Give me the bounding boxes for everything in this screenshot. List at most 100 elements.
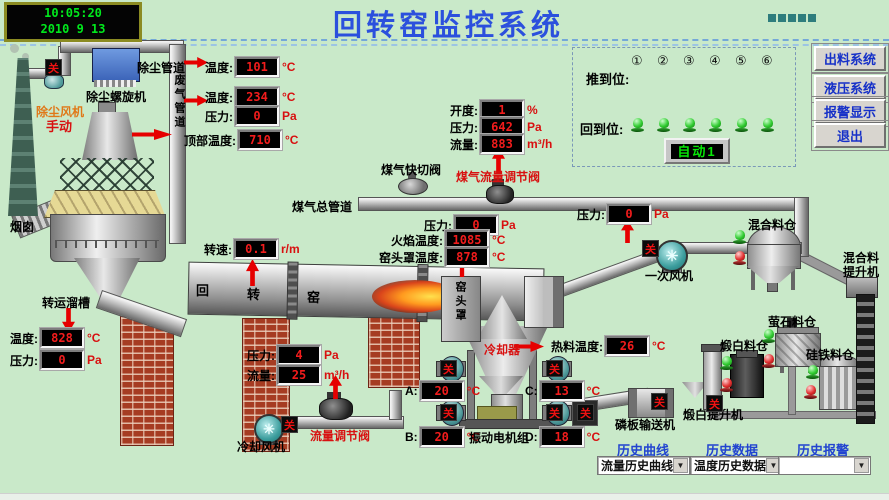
chimney-valve [44,74,64,89]
position-panel [572,47,796,167]
readout-kiln_speed: 转速: 0.1 r/m [204,238,300,260]
position-number: ⑥ [761,54,773,69]
valve-closed-indicator[interactable]: 关 [440,404,457,421]
decor-square-icon [768,14,776,22]
readout-unit: °C [492,250,506,264]
decor-square-icon [788,14,796,22]
nav-alarm-display-button[interactable]: 报警显示 [811,96,889,127]
readout-label: 流量: [247,368,275,383]
readout-unit: Pa [324,348,339,362]
kiln-head-hood [441,276,481,342]
valve-closed-indicator[interactable]: 关 [45,59,62,76]
valve-closed-indicator[interactable]: 关 [546,404,563,421]
preheater-platform [44,190,166,218]
history-alarm-select[interactable]: ▼ [778,456,871,475]
label-gas_main: 煤气总管道 [292,200,353,214]
history-data-select[interactable]: 温度历史数据▼ [690,456,783,475]
status-bell-red-icon [762,354,775,369]
valve-closed-indicator[interactable]: 关 [546,360,563,377]
readout-unit: Pa [654,207,669,221]
readout-value: 20 [418,426,465,448]
danbai-elevator-cap [701,344,724,352]
readout-temp_c: C: 13 °C [525,380,601,402]
status-bell-red-icon [804,385,817,400]
clock-date: 2010 9 13 [40,22,106,36]
header-divider [0,39,889,41]
readout-label: 压力: [577,207,605,222]
label-cooling_fan: 冷却风机 [237,440,286,454]
silo-danbai [730,354,764,398]
history-data-title: 历史数据 [706,443,759,458]
readout-unit: °C [87,331,101,345]
preheater-railing [55,240,159,248]
decor-square-icon [778,14,786,22]
readout-gas_flow: 流量: 883 m³/h [450,133,552,155]
readout-cool_flow: 流量: 25 m³/h [247,364,349,386]
smoke-puff [22,53,29,60]
label-mix_elev1: 混合料 [843,251,880,265]
kiln-ring [286,261,299,320]
valve-closed-indicator[interactable]: 关 [706,395,723,412]
readout-unit: % [527,103,538,117]
label-kiln_b: 转 [247,287,261,302]
readout-label: C: [525,384,538,398]
valve-closed-indicator[interactable]: 关 [642,240,659,257]
valve-closed-indicator[interactable]: 关 [281,416,298,433]
offgas-pipe [169,44,186,244]
gas-quick-valve [398,178,428,195]
chevron-down-icon[interactable]: ▼ [673,458,688,473]
nav-discharge-system-button[interactable]: 出料系统 [811,43,889,74]
valve-closed-indicator[interactable]: 关 [440,360,457,377]
smoke-puff [10,44,19,53]
readout-value: 0 [234,105,280,127]
readout-unit: °C [285,133,299,147]
readout-temp_d: D: 18 °C [525,426,600,448]
readout-unit: °C [586,384,601,398]
history-curve-select[interactable]: 流量历史曲线▼ [597,456,690,475]
readout-top_temp: 顶部温度: 710 °C [184,129,299,151]
auto-mode-display[interactable]: 自动1 [664,138,730,164]
nav-hydraulic-system-button[interactable]: 液压系统 [811,72,889,103]
history-data-selected: 温度历史数据 [694,459,767,473]
flow-arrow-icon [132,129,172,140]
readout-temp_b: B: 20 °C [405,426,481,448]
readout-value: 101 [234,56,280,78]
status-bell-green-icon [657,118,670,133]
readout-unit: °C [466,430,481,444]
status-bell-green-icon [761,118,774,133]
silo-fluorite-stack [787,318,797,329]
label-flow_valve: 流量调节阀 [310,429,371,443]
readout-value: 828 [39,327,85,349]
label-chute: 转运溜槽 [42,296,91,310]
status-bell-green-icon [762,329,775,344]
status-bell-green-icon [709,118,722,133]
status-bell-green-icon [683,118,696,133]
readout-offgas_temp: 温度: 234 °C [205,86,295,108]
readout-value: 234 [234,86,280,108]
readout-unit: °C [492,233,506,247]
cooling-fan: ✳ [254,414,284,444]
readout-hot_temp: 热料温度: 26 °C [551,335,665,357]
valve-closed-indicator[interactable]: 关 [651,393,668,410]
nav-exit-button[interactable]: 退出 [811,120,889,151]
readout-label: B: [405,430,418,444]
readout-label: 温度: [10,331,38,346]
preheater-truss [60,158,154,196]
label-primary_fan: 一次风机 [645,269,694,283]
chimney [8,58,38,216]
silo-mix-body [747,244,801,269]
silo-leg [751,268,755,290]
readout-label: 压力: [205,109,233,124]
bottom-pipe [788,366,796,415]
preheater-vessel [50,214,166,262]
status-bell-green-icon [806,365,819,380]
readout-label: 火焰温度: [391,233,443,248]
label-chimney: 烟囱 [10,220,35,234]
chevron-down-icon[interactable]: ▼ [854,458,869,473]
history-alarm-title: 历史报警 [797,443,850,458]
readout-label: D: [525,430,538,444]
valve-closed-indicator[interactable]: 关 [577,404,594,421]
label-offgas_pipe: 废气管道 [173,74,185,130]
decor-square-icon [798,14,806,22]
